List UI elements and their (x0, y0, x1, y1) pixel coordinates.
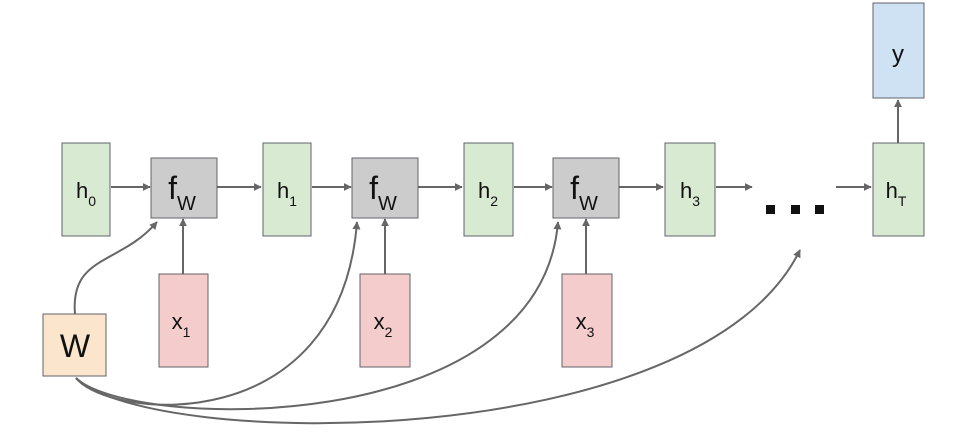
svg-text:fW: fW (168, 170, 196, 215)
svg-text:x1: x1 (172, 309, 191, 340)
svg-text:fW: fW (369, 170, 397, 215)
svg-text:h2: h2 (478, 178, 498, 209)
ellipsis-dot (815, 205, 824, 214)
svg-text:fW: fW (570, 170, 598, 215)
input-x2: x2 (359, 273, 411, 368)
svg-text:y: y (892, 41, 904, 68)
edges (73, 99, 902, 425)
hidden-state-h1: h1 (262, 142, 312, 237)
hidden-state-h3: h3 (664, 142, 716, 237)
svg-text:W: W (60, 328, 91, 364)
weights-W: W (42, 313, 107, 377)
edge-W-to-f2 (75, 221, 361, 406)
svg-text:x3: x3 (576, 309, 595, 340)
ellipsis (766, 205, 824, 214)
function-node-fw-3: fW (552, 157, 620, 219)
function-node-fw-2: fW (351, 157, 419, 219)
ellipsis-dot (766, 205, 775, 214)
output-y: y (872, 2, 925, 99)
ellipsis-dot (791, 205, 800, 214)
edge-W-to-next (75, 249, 801, 425)
input-x1: x1 (158, 273, 209, 368)
svg-text:h0: h0 (76, 178, 96, 209)
edge-W-to-f1 (73, 221, 158, 315)
svg-text:h1: h1 (277, 178, 297, 209)
input-x3: x3 (561, 273, 613, 368)
hidden-state-h0: h0 (61, 142, 111, 237)
hidden-state-hT: hT (872, 142, 925, 237)
svg-text:hT: hT (886, 178, 907, 209)
svg-text:x2: x2 (374, 309, 393, 340)
hidden-state-h2: h2 (463, 142, 514, 237)
function-node-fw-1: fW (150, 157, 218, 219)
edge-W-to-f3 (75, 221, 562, 411)
svg-text:h3: h3 (680, 178, 700, 209)
